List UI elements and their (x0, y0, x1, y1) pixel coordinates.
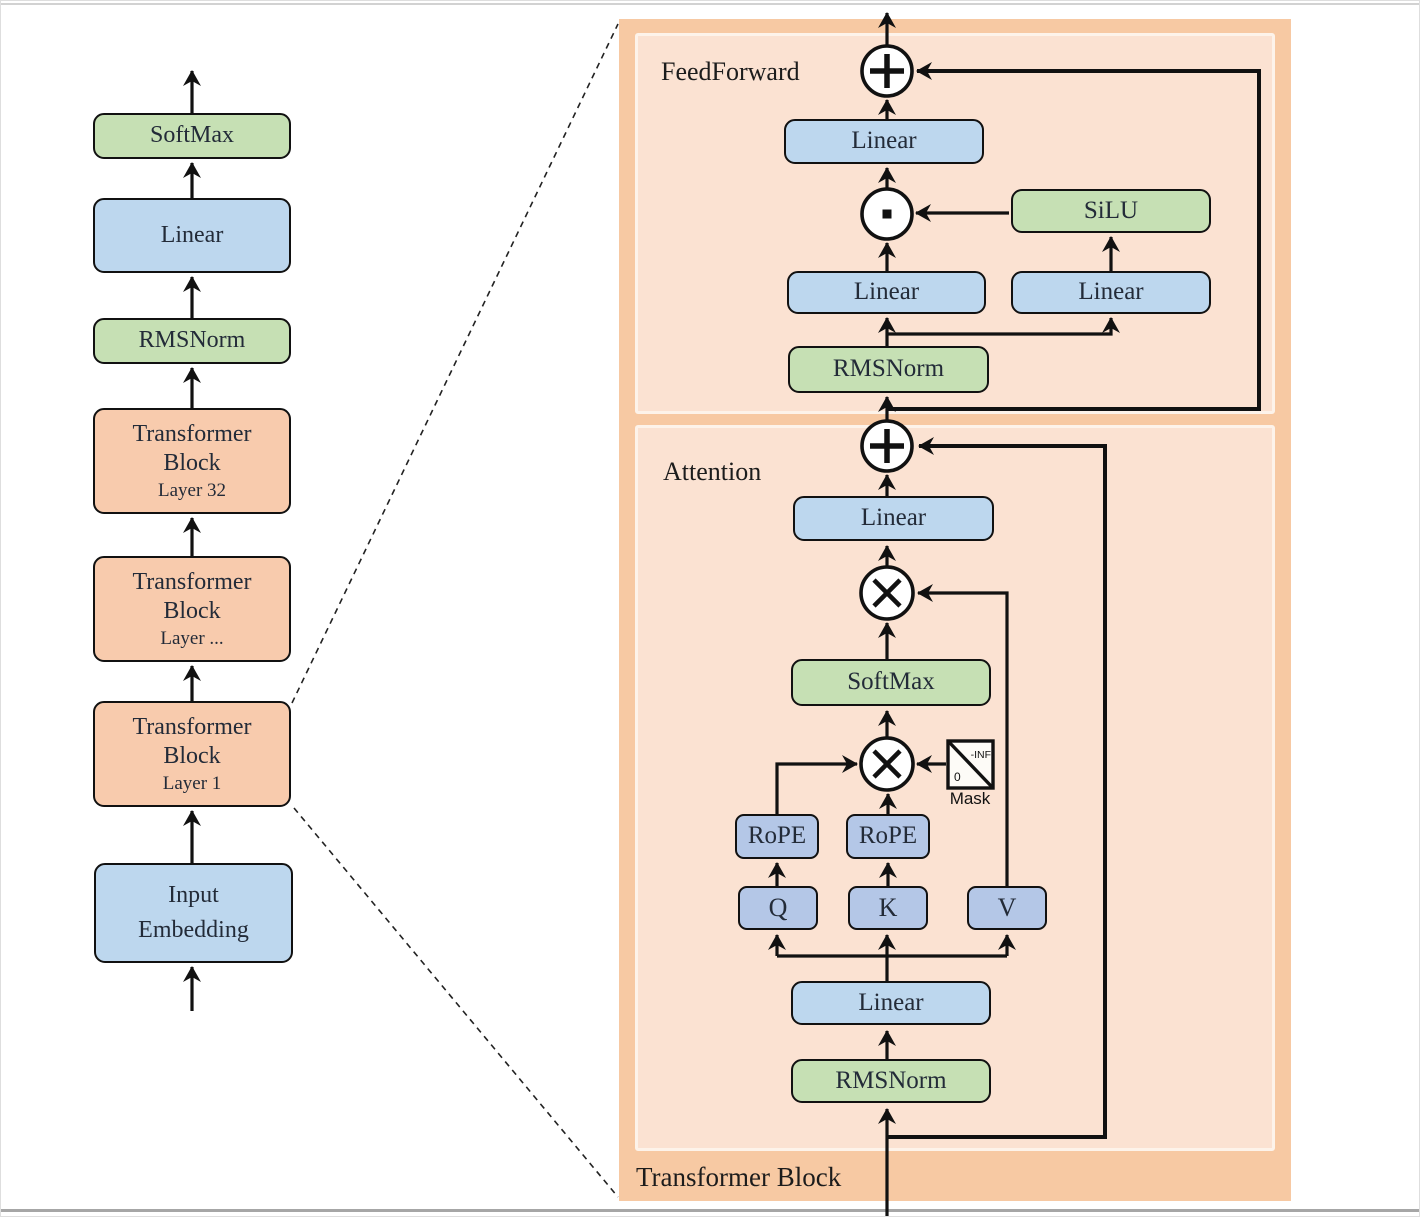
silu-box: SiLU (1011, 189, 1211, 233)
v-box: V (967, 886, 1047, 930)
tb1-line2: Block (163, 742, 221, 769)
transformer-block-layer-mid-box: Transformer Block Layer ... (93, 556, 291, 662)
ff-up-linear-box: Linear (1011, 271, 1211, 314)
transformer-block-layer1-box: Transformer Block Layer 1 (93, 701, 291, 807)
k-box: K (848, 886, 928, 930)
feedforward-label: FeedForward (661, 57, 800, 86)
zoom-guide-dashes (291, 23, 619, 1198)
bottom-edge-line (1, 1209, 1419, 1212)
input-embedding-line2: Embedding (138, 917, 249, 943)
attn-rmsnorm-label: RMSNorm (835, 1066, 947, 1094)
ff-up-linear-label: Linear (1078, 278, 1144, 306)
ff-output-linear-box: Linear (784, 119, 984, 164)
ff-rmsnorm-label: RMSNorm (832, 355, 945, 383)
transformer-block-panel-title: Transformer Block (636, 1162, 842, 1192)
tbmid-line1: Transformer (132, 568, 252, 595)
top-edge-line (1, 3, 1419, 5)
attn-rmsnorm-box: RMSNorm (791, 1059, 991, 1103)
v-label: V (997, 893, 1017, 923)
ff-gate-linear-label: Linear (853, 278, 920, 306)
attn-softmax-label: SoftMax (847, 668, 935, 696)
left-softmax-box: SoftMax (93, 113, 291, 159)
attention-label: Attention (663, 457, 762, 486)
tb1-line1: Transformer (132, 713, 252, 740)
attn-softmax-box: SoftMax (791, 659, 991, 706)
rope-k-box: RoPE (846, 814, 930, 859)
tb32-line1: Transformer (132, 420, 252, 447)
tbmid-line2: Block (163, 597, 221, 624)
tb32-line2: Block (163, 449, 221, 476)
tb1-layer-label: Layer 1 (162, 773, 222, 795)
left-softmax-label: SoftMax (150, 122, 234, 149)
left-rmsnorm-label: RMSNorm (138, 327, 246, 354)
attn-output-linear-label: Linear (860, 504, 927, 532)
silu-label: SiLU (1083, 196, 1139, 224)
qkv-linear-box: Linear (791, 981, 991, 1025)
left-linear-box: Linear (93, 198, 291, 273)
left-rmsnorm-box: RMSNorm (93, 318, 291, 364)
input-embedding-line1: Input (168, 882, 219, 909)
q-box: Q (738, 886, 818, 930)
qkv-linear-label: Linear (858, 988, 924, 1016)
k-label: K (878, 893, 898, 923)
tbmid-layer-label: Layer ... (160, 628, 224, 650)
rope-k-label: RoPE (858, 822, 918, 850)
rope-q-label: RoPE (747, 822, 807, 850)
ff-gate-linear-box: Linear (787, 271, 986, 314)
left-linear-label: Linear (160, 221, 224, 248)
input-embedding-box: Input Embedding (94, 863, 293, 963)
tb32-layer-label: Layer 32 (157, 480, 227, 502)
rope-q-box: RoPE (735, 814, 819, 859)
ff-rmsnorm-box: RMSNorm (788, 346, 989, 393)
transformer-block-layer32-box: Transformer Block Layer 32 (93, 408, 291, 514)
attn-output-linear-box: Linear (793, 496, 994, 541)
ff-output-linear-label: Linear (851, 127, 917, 155)
q-label: Q (768, 893, 788, 923)
